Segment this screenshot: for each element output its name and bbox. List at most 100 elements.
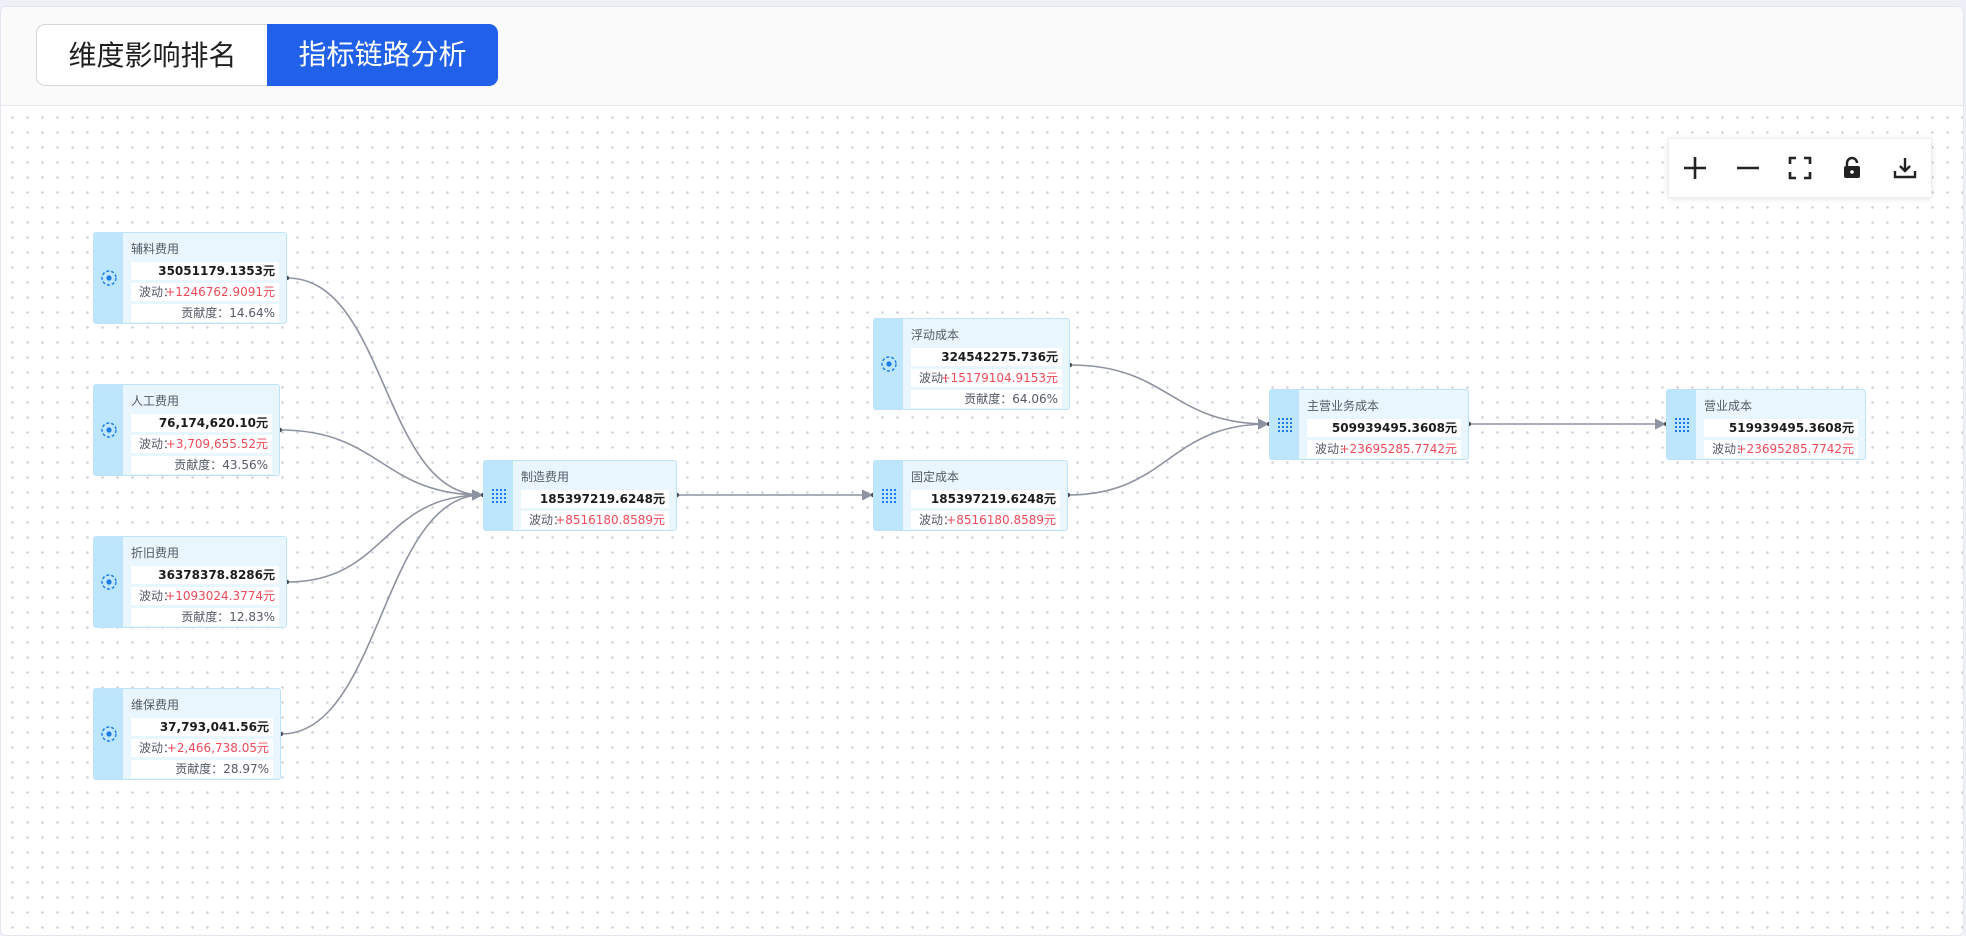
contribution-label: 贡献度：: [181, 610, 230, 624]
zoom-in-icon: [1684, 157, 1707, 179]
fluctuation-value: +8516180.8589元: [555, 513, 665, 527]
grid-icon: [491, 488, 506, 503]
tab-dimension-ranking[interactable]: 维度影响排名: [36, 24, 268, 86]
zoom-out-button[interactable]: [1730, 150, 1766, 186]
node-fluctuation-row: 波动： +8516180.8589元: [911, 511, 1060, 529]
node-weibao[interactable]: 维保费用 37,793,041.56元 波动： +2,466,738.05元 贡…: [93, 688, 281, 780]
fluctuation-label: 波动：: [139, 437, 176, 451]
node-yingye[interactable]: 营业成本 519939495.3608元 波动： +23695285.7742元: [1666, 389, 1866, 460]
node-side: [484, 461, 513, 530]
fluctuation-label: 波动：: [139, 285, 176, 299]
node-fluctuation-row: 波动： +1246762.9091元: [131, 283, 279, 301]
node-side: [874, 319, 903, 409]
fluctuation-value: +1093024.3774元: [165, 589, 275, 603]
node-value: 35051179.1353元: [131, 262, 279, 280]
fluctuation-value: +23695285.7742元: [1339, 442, 1458, 456]
node-rengong[interactable]: 人工费用 76,174,620.10元 波动： +3,709,655.52元 贡…: [93, 384, 280, 476]
node-value: 519939495.3608元: [1704, 419, 1858, 437]
node-side: [1667, 390, 1696, 459]
node-fluctuation-row: 波动： +2,466,738.05元: [131, 739, 273, 757]
node-side: [1270, 390, 1299, 459]
node-zhuying[interactable]: 主营业务成本 509939495.3608元 波动： +23695285.774…: [1269, 389, 1469, 460]
node-side: [94, 537, 123, 627]
contribution-value: 12.83%: [229, 610, 275, 624]
lock-icon: [1844, 156, 1861, 178]
contribution-value: 64.06%: [1012, 392, 1058, 406]
grid-icon: [881, 488, 896, 503]
contribution-label: 贡献度：: [175, 762, 224, 776]
contribution-label: 贡献度：: [964, 392, 1013, 406]
fullscreen-icon: [1788, 156, 1812, 180]
fluctuation-label: 波动：: [1712, 442, 1749, 456]
node-side: [94, 689, 123, 779]
node-contribution-row: 贡献度：14.64%: [131, 304, 279, 322]
node-value: 185397219.6248元: [521, 490, 669, 508]
node-title: 制造费用: [521, 470, 570, 484]
node-guding[interactable]: 固定成本 185397219.6248元 波动： +8516180.8589元: [873, 460, 1068, 531]
node-contribution-row: 贡献度：28.97%: [131, 760, 273, 778]
node-contribution-row: 贡献度：64.06%: [911, 390, 1062, 408]
fluctuation-label: 波动：: [139, 589, 176, 603]
node-value: 324542275.736元: [911, 348, 1062, 366]
contribution-label: 贡献度：: [181, 306, 230, 320]
node-value: 37,793,041.56元: [131, 718, 273, 736]
node-value: 185397219.6248元: [911, 490, 1060, 508]
node-value: 509939495.3608元: [1307, 419, 1461, 437]
fluctuation-label: 波动：: [139, 741, 176, 755]
fluctuation-label: 波动：: [919, 513, 956, 527]
node-contribution-row: 贡献度：43.56%: [131, 456, 272, 474]
fluctuation-value: +15179104.9153元: [940, 371, 1059, 385]
node-side: [94, 385, 123, 475]
target-icon: [100, 270, 117, 286]
zoom-out-icon: [1736, 166, 1759, 170]
node-zhejiu[interactable]: 折旧费用 36378378.8286元 波动： +1093024.3774元 贡…: [93, 536, 287, 628]
node-fluctuation-row: 波动： +23695285.7742元: [1307, 440, 1461, 458]
node-title: 人工费用: [131, 394, 180, 408]
download-button[interactable]: [1887, 150, 1923, 186]
target-icon: [100, 726, 117, 742]
zoom-in-button[interactable]: [1677, 150, 1713, 186]
node-fluctuation-row: 波动： +8516180.8589元: [521, 511, 669, 529]
fluctuation-value: +8516180.8589元: [946, 513, 1056, 527]
download-icon: [1893, 158, 1916, 179]
fluctuation-value: +1246762.9091元: [165, 285, 275, 299]
grid-icon: [1674, 417, 1689, 432]
graph-toolbar: [1668, 138, 1932, 198]
node-side: [874, 461, 903, 530]
fluctuation-label: 波动：: [919, 371, 956, 385]
node-title: 折旧费用: [131, 546, 180, 560]
node-value: 36378378.8286元: [131, 566, 279, 584]
contribution-value: 14.64%: [229, 306, 275, 320]
target-icon: [100, 422, 117, 438]
node-title: 辅料费用: [131, 242, 180, 256]
grid-icon: [1277, 417, 1292, 432]
target-icon: [880, 356, 897, 372]
contribution-label: 贡献度：: [174, 458, 223, 472]
node-fluctuation-row: 波动： +3,709,655.52元: [131, 435, 272, 453]
node-fuliao[interactable]: 辅料费用 35051179.1353元 波动： +1246762.9091元 贡…: [93, 232, 287, 324]
node-contribution-row: 贡献度：12.83%: [131, 608, 279, 626]
fluctuation-value: +2,466,738.05元: [166, 741, 269, 755]
fluctuation-label: 波动：: [529, 513, 566, 527]
contribution-value: 28.97%: [223, 762, 269, 776]
node-fudong[interactable]: 浮动成本 324542275.736元 波动： +15179104.9153元 …: [873, 318, 1070, 410]
fluctuation-label: 波动：: [1315, 442, 1352, 456]
node-zhizao[interactable]: 制造费用 185397219.6248元 波动： +8516180.8589元: [483, 460, 677, 531]
node-title: 主营业务成本: [1307, 399, 1380, 413]
tab-metric-chain-analysis[interactable]: 指标链路分析: [267, 24, 498, 86]
lock-button[interactable]: [1834, 150, 1870, 186]
tab-bar: 维度影响排名 指标链路分析: [1, 7, 1963, 106]
fluctuation-value: +3,709,655.52元: [165, 437, 268, 451]
node-fluctuation-row: 波动： +23695285.7742元: [1704, 440, 1858, 458]
node-title: 固定成本: [911, 470, 960, 484]
fullscreen-button[interactable]: [1782, 150, 1818, 186]
target-icon: [100, 574, 117, 590]
node-side: [94, 233, 123, 323]
node-fluctuation-row: 波动： +1093024.3774元: [131, 587, 279, 605]
node-title: 维保费用: [131, 698, 180, 712]
node-title: 浮动成本: [911, 328, 960, 342]
contribution-value: 43.56%: [222, 458, 268, 472]
node-fluctuation-row: 波动： +15179104.9153元: [911, 369, 1062, 387]
analysis-panel: 维度影响排名 指标链路分析: [0, 6, 1964, 936]
fluctuation-value: +23695285.7742元: [1736, 442, 1855, 456]
